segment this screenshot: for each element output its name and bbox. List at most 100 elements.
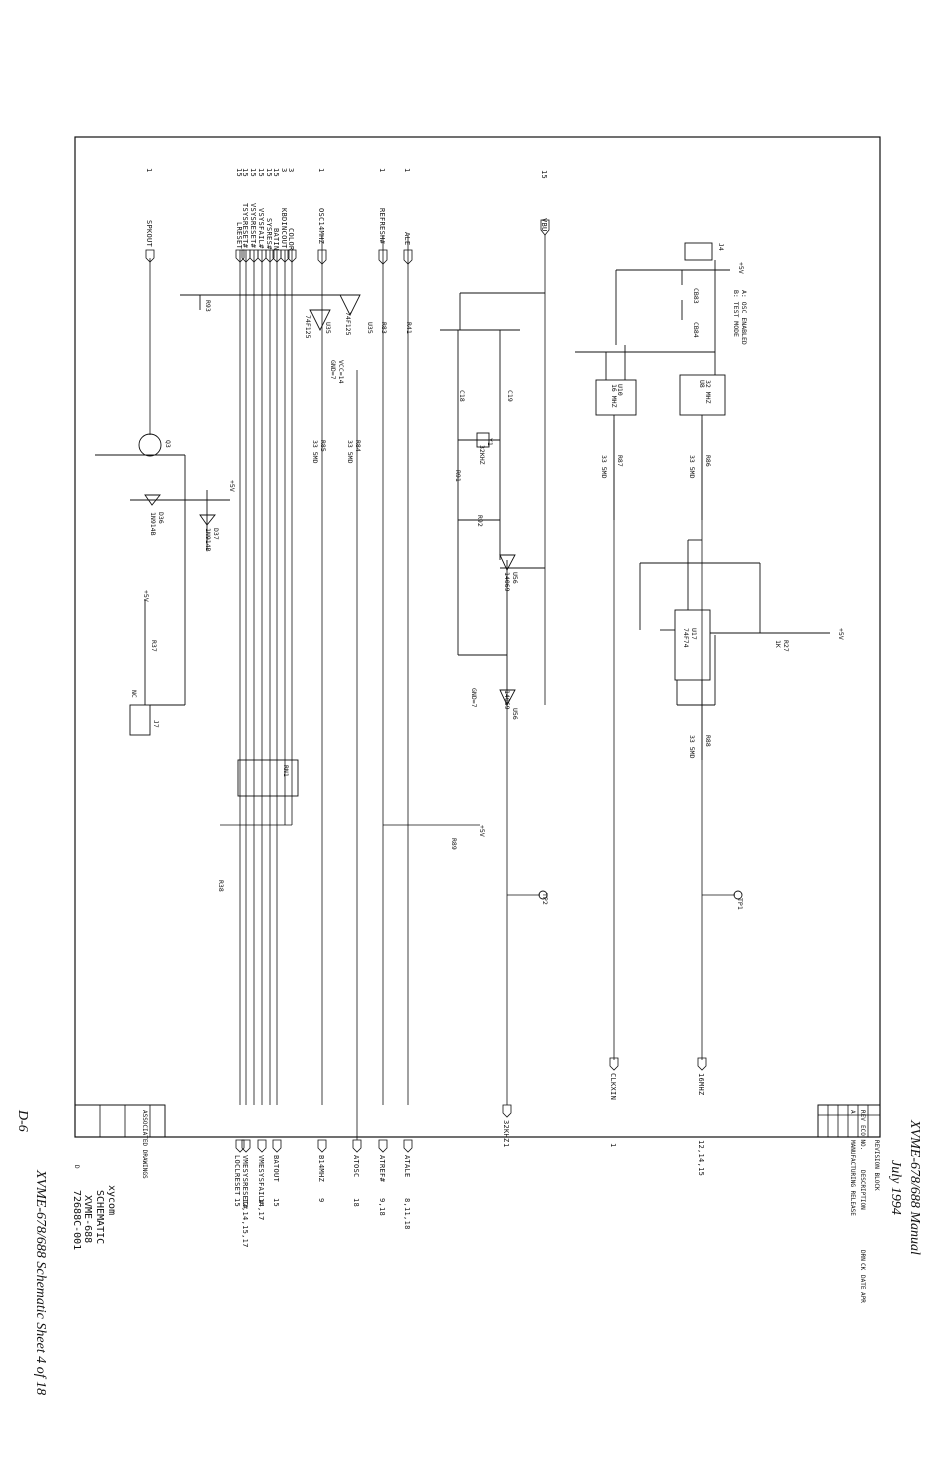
u56-part-b: 14069 (503, 690, 511, 710)
u17-part: 74F74 (682, 628, 690, 648)
r89-label: R89 (450, 838, 458, 850)
u56-part-a: 14069 (503, 572, 511, 592)
signal-refresh: REFRESH# (378, 208, 386, 245)
tp2-point (538, 890, 548, 900)
revision-block (817, 1104, 881, 1138)
signal-refresh-sheet: 1 (378, 168, 386, 173)
cb84-label: CB84 (692, 322, 700, 338)
signal-spkout-sheet: 1 (145, 168, 153, 173)
signal-spkout: SPKOUT (145, 220, 153, 248)
out-atosc-sheets: 18 (352, 1198, 360, 1208)
y1-label: Y1 (486, 438, 494, 446)
signal-ale-sheet: 1 (403, 168, 411, 173)
signal-batin: BATIN (272, 228, 280, 251)
out-b14mhz: B14MHZ (317, 1155, 325, 1183)
u17-label: U17 (690, 628, 698, 640)
out-16mhz-sheets: 12,14,15 (697, 1140, 705, 1177)
out-loclreset: LOCLRESET (233, 1155, 241, 1196)
signal-batin-sheet: 15 (272, 168, 280, 178)
r27-label: R27 (782, 640, 790, 652)
plus5-j4: +5V (737, 262, 745, 274)
signal-sysres: SYSRES# (265, 218, 273, 250)
rev-col-drn: DRN (859, 1250, 866, 1261)
rev-col-rev: REV (859, 1110, 866, 1121)
cb83-label: CB83 (692, 288, 700, 304)
r88-value: 33 5MD (688, 735, 696, 759)
tp1-label: TP1 (736, 898, 744, 910)
r88-label: R88 (704, 735, 712, 747)
out-batout: BATOUT (272, 1155, 280, 1183)
out-clkxin: CLKXIN (609, 1073, 617, 1101)
r85-value: 33 5MD (311, 440, 319, 464)
vcc-label: VCC=14 (337, 360, 345, 384)
u35-part-a: 74F125 (344, 312, 352, 336)
out-atale-sheets: 8,11,18 (403, 1198, 411, 1230)
company-name: xycom (106, 1185, 117, 1216)
drawing-size: D (73, 1165, 80, 1169)
r92-label: R92 (476, 515, 484, 527)
out-32khz-sheets: 1 (502, 1143, 510, 1148)
tp2-label: TP2 (541, 893, 549, 905)
drawing-subtitle: XVME-688 (82, 1195, 93, 1244)
nc-label: NC (130, 690, 138, 698)
out-batout-sheets: 15 (272, 1198, 280, 1208)
osc-note-a: A: OSC ENABLED (740, 290, 748, 345)
speaker-section (95, 433, 230, 736)
rn1-label: RN1 (282, 765, 290, 777)
signal-kbdin-sheet: 3 (280, 168, 288, 173)
r83-label: R83 (380, 322, 388, 334)
out-16mhz: 16MHZ (697, 1073, 705, 1096)
r38-label: R38 (217, 880, 225, 892)
u35-label-b: U35 (324, 322, 332, 334)
rn1-network (237, 759, 299, 797)
signal-lreset: LRESET (235, 222, 243, 250)
j7-header (129, 704, 151, 736)
j7-label: J7 (152, 720, 160, 728)
signal-vbu: VBU (540, 218, 548, 232)
osc-note-b: B: TEST MODE (732, 290, 740, 337)
signal-vbu-sheet: 15 (540, 170, 548, 180)
r37-label: R37 (150, 640, 158, 652)
r86-value: 33 5MD (688, 455, 696, 479)
u56-label-b: U56 (511, 708, 519, 720)
out-loclreset-sheets: 15 (233, 1198, 241, 1208)
u8-oscillator (679, 374, 726, 416)
signal-lreset-sheet: 15 (235, 168, 243, 178)
u35-part-b: 74F125 (304, 315, 312, 339)
u8-freq: 32 MHZ (704, 380, 712, 404)
right-connectors (235, 370, 707, 1153)
c19-label: C19 (506, 390, 514, 402)
r84-label: R84 (354, 440, 362, 452)
d36-part: 1N914B (149, 512, 157, 536)
plus5-d37: +5V (228, 480, 236, 492)
assoc-drawings: ASSOCIATED DRAWINGS (141, 1110, 148, 1179)
u35-label-a: U35 (366, 322, 374, 334)
doc-number: 72688C-001 (71, 1190, 82, 1251)
signal-vsysreset-sheet: 15 (249, 168, 257, 178)
rev-col-date: DATE (859, 1275, 866, 1290)
r27-value: 1K (774, 640, 782, 648)
j4-label: J4 (717, 243, 725, 251)
out-32khz: 32KHZ (502, 1120, 510, 1143)
out-b14mhz-sheets: 9 (317, 1198, 325, 1203)
u10-oscillator (595, 379, 637, 416)
signal-vsysreset: VSYSRESET# (249, 203, 257, 249)
out-atale: ATALE (403, 1155, 411, 1178)
out-clkxin-sheets: 1 (609, 1143, 617, 1148)
rev-col-desc: DESCRIPTION (859, 1170, 866, 1210)
signal-traces (149, 235, 735, 1105)
signal-color-sheet: 3 (287, 168, 295, 173)
y1-crystal (476, 432, 490, 448)
tp1-point (733, 890, 743, 900)
signal-vsysfail: VSYSFAIL# (257, 208, 265, 249)
r93-label: R93 (204, 300, 212, 312)
signal-kbdin: KBDINCOUT (280, 208, 288, 249)
j4-header (684, 242, 713, 261)
signal-osc14-sheet: 1 (317, 168, 325, 173)
r87-label: R87 (616, 455, 624, 467)
signal-sysres-sheet: 15 (265, 168, 273, 178)
sheet-border (74, 136, 881, 1138)
left-connectors (145, 219, 550, 265)
